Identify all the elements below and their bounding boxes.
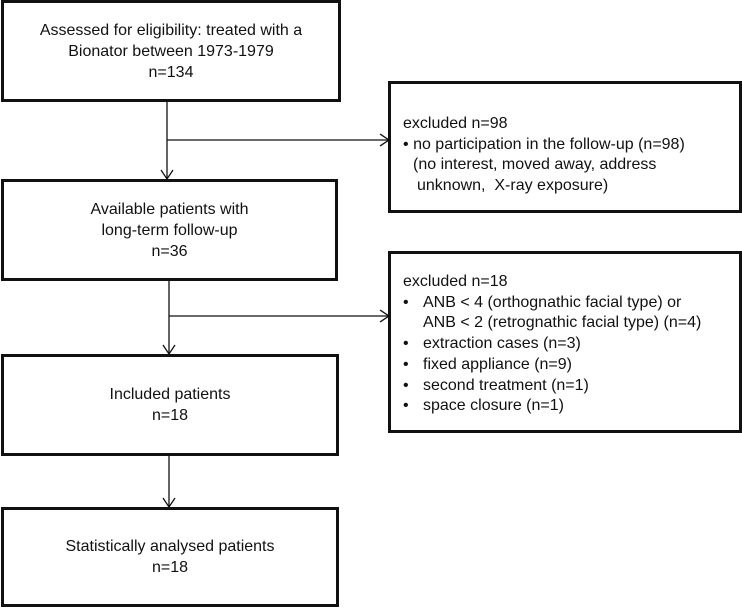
list-item: • second treatment (n=1) bbox=[403, 376, 739, 397]
included-count: n=18 bbox=[151, 407, 189, 424]
assessed-line1: Assessed for eligibility: treated with a bbox=[39, 21, 303, 39]
exclusion-2-list: • ANB < 4 (orthognathic facial type) or AN… bbox=[403, 293, 739, 417]
assessed-count: n=134 bbox=[148, 63, 194, 81]
exclusion-1-item: • no participation in the follow-up (n=9… bbox=[403, 135, 739, 156]
exclusion-2-title: excluded n=18 bbox=[403, 273, 508, 290]
assessed-line2: Bionator between 1973-1979 bbox=[68, 42, 274, 60]
bullet: • bbox=[403, 355, 409, 373]
bullet: • bbox=[403, 376, 409, 394]
box-assessed: Assessed for eligibility: treated with a… bbox=[1, 0, 341, 102]
box-available: Available patients with long-term follow… bbox=[1, 179, 338, 281]
item-text: second treatment (n=1) bbox=[423, 376, 589, 394]
bullet: • bbox=[403, 397, 409, 415]
box-analysed: Statistically analysed patients n=18 bbox=[1, 507, 339, 607]
available-line1: Available patients with bbox=[90, 200, 249, 218]
item-text: extraction cases (n=3) bbox=[423, 335, 581, 353]
item-text: space closure (n=1) bbox=[423, 397, 564, 415]
list-item: • space closure (n=1) bbox=[403, 396, 739, 417]
available-count: n=36 bbox=[151, 242, 188, 260]
exclusion-1-detail2: unknown, X-ray exposure) bbox=[417, 177, 609, 195]
exclusion-1-detail1: (no interest, moved away, address bbox=[413, 156, 657, 174]
item-text: fixed appliance (n=9) bbox=[423, 355, 572, 373]
box-exclusion-1: excluded n=98 • no participation in the … bbox=[388, 81, 742, 213]
exclusion-1-title: excluded n=98 bbox=[403, 115, 508, 132]
analysed-count: n=18 bbox=[151, 559, 189, 576]
box-included: Included patients n=18 bbox=[1, 354, 339, 456]
exclusion-1-item-text: no participation in the follow-up (n=98) bbox=[413, 135, 685, 153]
list-item: • ANB < 4 (orthognathic facial type) or AN… bbox=[403, 293, 739, 334]
item-text-cont: ANB < 2 (retrognathic facial type) (n=4) bbox=[423, 314, 702, 332]
bullet: • bbox=[403, 335, 409, 353]
available-line2: long-term follow-up bbox=[101, 221, 238, 239]
item-text: ANB < 4 (orthognathic facial type) or bbox=[423, 293, 682, 311]
list-item: • fixed appliance (n=9) bbox=[403, 355, 739, 376]
included-line1: Included patients bbox=[109, 386, 231, 403]
bullet: • bbox=[403, 293, 409, 311]
box-exclusion-2: excluded n=18 • ANB < 4 (orthognathic fac… bbox=[388, 251, 742, 433]
bullet: • bbox=[403, 135, 409, 153]
analysed-line1: Statistically analysed patients bbox=[65, 538, 275, 555]
list-item: • extraction cases (n=3) bbox=[403, 334, 739, 355]
